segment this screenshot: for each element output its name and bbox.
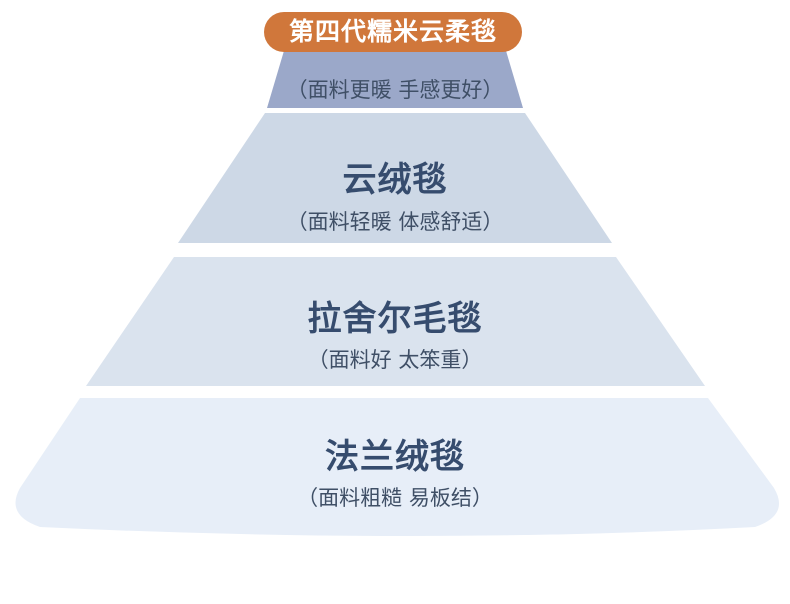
tier-1-shape [267,44,523,108]
tier-3-shape [86,257,705,386]
tier-4-title: 法兰绒毯 [325,437,465,477]
tier-3-title: 拉舍尔毛毯 [307,299,483,339]
tier-2-shape [178,113,612,243]
tier-1-subtitle: （面料更暖 手感更好） [286,78,504,102]
tier-1-title-badge: 第四代糯米云柔毯 [264,12,522,52]
tier-4-shape [15,398,780,536]
tier-4-subtitle: （面料粗糙 易板结） [297,486,493,510]
tier-3-subtitle: （面料好 太笨重） [307,348,483,372]
tier-2-subtitle: （面料轻暖 体感舒适） [286,210,504,234]
tier-2-title: 云绒毯 [342,160,448,200]
